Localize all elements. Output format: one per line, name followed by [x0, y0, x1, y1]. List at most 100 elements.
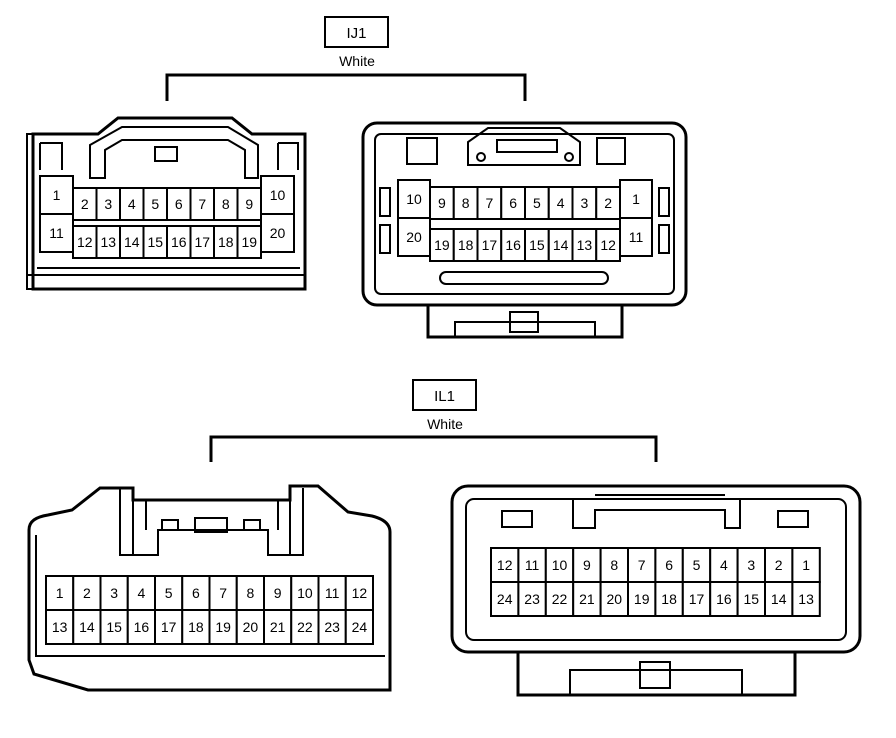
- il1-right-pin-cell: [490, 547, 520, 583]
- ij1-right-pin: 17: [482, 237, 498, 253]
- il1-left-pin-cell: [344, 609, 374, 645]
- il1-right-pin-cell: [544, 547, 575, 583]
- il1-left-pin: 13: [52, 619, 68, 635]
- ij1-color-text: White: [339, 53, 375, 69]
- il1-right-pin: 2: [775, 557, 783, 573]
- il1-left-pin: 4: [137, 585, 145, 601]
- il1-right-pin: 24: [497, 591, 513, 607]
- ij1-left-pin: 6: [175, 196, 183, 212]
- ij1-left-pin: 19: [241, 234, 257, 250]
- il1-left-pin: 14: [79, 619, 95, 635]
- il1-bracket: [209, 435, 658, 462]
- ij1-left-pin: 11: [49, 225, 64, 241]
- ij1-right-pin: 10: [406, 191, 422, 207]
- il1-right-pin: 3: [747, 557, 755, 573]
- il1-right-pin: 10: [552, 557, 568, 573]
- ij1-right-pin: 11: [629, 229, 644, 245]
- ij1-left-pin: 9: [245, 196, 253, 212]
- ij1-right-pin: 2: [604, 195, 612, 211]
- il1-right-pin: 14: [771, 591, 787, 607]
- il1-right-pin: 21: [579, 591, 595, 607]
- il1-right-pin-cell: [764, 581, 794, 617]
- il1-right-pin-cell: [681, 581, 712, 617]
- il1-left-pin-cell: [45, 609, 75, 645]
- il1-right-pin: 5: [693, 557, 701, 573]
- il1-right-pin-cell: [544, 581, 575, 617]
- il1-right-pin-cell: [517, 581, 547, 617]
- ij1-left-pin: 13: [100, 234, 116, 250]
- il1-left-pin: 18: [188, 619, 204, 635]
- il1-left-pin: 8: [246, 585, 254, 601]
- il1-left-pin: 15: [106, 619, 122, 635]
- ij1-group-header: IJ1 White: [165, 16, 527, 101]
- ij1-left-pin-cell: [236, 187, 262, 221]
- ij1-right-pin: 15: [529, 237, 545, 253]
- ij1-left-pin: 4: [128, 196, 136, 212]
- il1-color-text: White: [427, 416, 463, 432]
- ij1-left-pin: 17: [194, 234, 210, 250]
- ij1-left-pin: 10: [270, 187, 286, 203]
- il1-right-pin: 22: [552, 591, 568, 607]
- ij1-right-pin: 6: [509, 195, 517, 211]
- ij1-right-pin-cell: [595, 186, 621, 220]
- ij1-bracket: [165, 73, 527, 101]
- il1-left-pin-cell: [154, 609, 184, 645]
- ij1-left-pin: 15: [147, 234, 163, 250]
- il1-right-pin: 9: [583, 557, 591, 573]
- il1-left-pin: 9: [274, 585, 282, 601]
- il1-right-pin: 16: [716, 591, 732, 607]
- ij1-right-pin: 16: [505, 237, 521, 253]
- il1-left-pin: 20: [243, 619, 259, 635]
- ij1-right-pin: 14: [553, 237, 569, 253]
- ij1-right-pin: 1: [632, 191, 640, 207]
- il1-left-pin: 2: [83, 585, 91, 601]
- ij1-right-pin: 13: [577, 237, 593, 253]
- ij1-right-pin: 8: [462, 195, 470, 211]
- il1-left-pin: 23: [324, 619, 340, 635]
- il1-left-pin-cell: [99, 609, 129, 645]
- il1-right-pin-cell: [627, 547, 657, 583]
- ij1-label-box: [324, 16, 389, 48]
- ij1-right-pin: 5: [533, 195, 541, 211]
- il1-left-pin: 12: [352, 585, 368, 601]
- il1-right-pin: 17: [689, 591, 705, 607]
- ij1-left-pin-cell: [260, 175, 295, 215]
- il1-right-pin: 23: [524, 591, 540, 607]
- il1-right-pin-cell: [654, 581, 684, 617]
- il1-right-pin: 7: [638, 557, 646, 573]
- il1-right-pin: 15: [744, 591, 760, 607]
- ij1-left-pin: 20: [270, 225, 286, 241]
- il1-left-pin: 6: [192, 585, 200, 601]
- il1-right-pin: 11: [525, 557, 540, 573]
- il1-left-pin-cell: [126, 609, 156, 645]
- il1-right-pin: 18: [661, 591, 677, 607]
- ij1-right-pin: 7: [485, 195, 493, 211]
- ij1-left-pin: 2: [81, 196, 89, 212]
- il1-left-pin: 21: [270, 619, 286, 635]
- il1-left-pin: 16: [134, 619, 150, 635]
- il1-right-pin-cell: [572, 581, 602, 617]
- il1-right-pin: 4: [720, 557, 728, 573]
- il1-right-pin-cell: [791, 547, 821, 583]
- il1-right-pin-cell: [791, 581, 821, 617]
- ij1-left-pin: 16: [171, 234, 187, 250]
- il1-left-pin-cell: [126, 575, 156, 611]
- il1-label: IL1: [434, 388, 455, 405]
- il1-right-pin: 1: [802, 557, 810, 573]
- ij1-right-pin-cell: [619, 217, 653, 257]
- il1-right-pin: 20: [607, 591, 623, 607]
- il1-left-pin: 11: [325, 585, 340, 601]
- il1-group-header: IL1 White: [209, 379, 658, 462]
- ij1-right-pin: 4: [557, 195, 565, 211]
- ij1-left-pin: 5: [151, 196, 159, 212]
- ij1-left-pin: 3: [104, 196, 112, 212]
- ij1-left-pin-cell: [39, 213, 74, 253]
- ij1-left-pin: 12: [77, 234, 93, 250]
